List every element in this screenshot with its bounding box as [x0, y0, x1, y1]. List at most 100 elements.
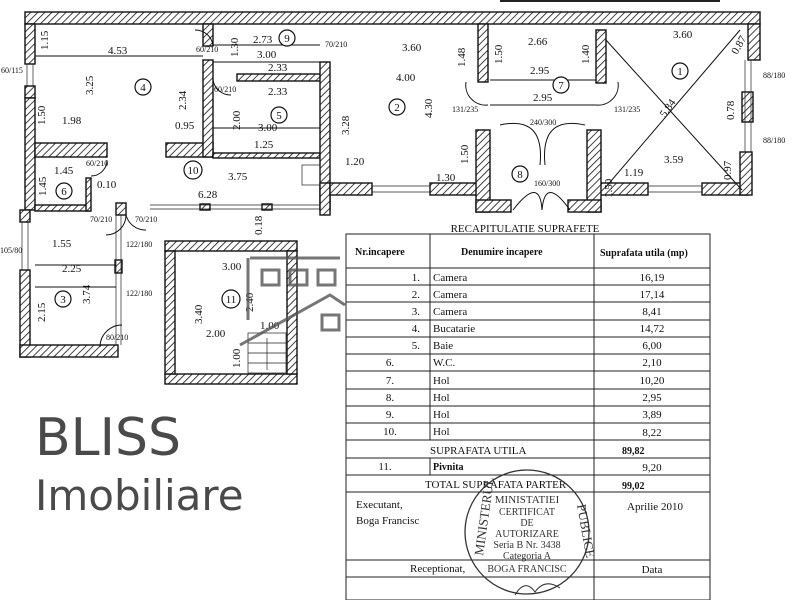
svg-text:2.00: 2.00	[231, 110, 243, 130]
room-8-label: 8	[511, 165, 529, 183]
svg-text:6.: 6.	[386, 357, 395, 369]
svg-text:1: 1	[677, 66, 683, 78]
svg-text:10.: 10.	[383, 426, 397, 438]
svg-text:2.00: 2.00	[206, 328, 226, 340]
svg-text:AUTORIZARE: AUTORIZARE	[495, 529, 559, 540]
svg-text:2.25: 2.25	[62, 263, 82, 275]
svg-text:60/210: 60/210	[214, 85, 236, 94]
room-7-label: 7	[552, 76, 570, 94]
svg-text:2.66: 2.66	[528, 36, 548, 48]
table-row: 10. Hol 8,22	[383, 426, 662, 439]
svg-text:1.45: 1.45	[37, 176, 49, 196]
svg-text:6,00: 6,00	[642, 340, 662, 352]
svg-text:8,41: 8,41	[642, 306, 661, 318]
svg-text:88/180: 88/180	[763, 136, 785, 145]
svg-text:2.34: 2.34	[177, 90, 189, 110]
svg-text:BOGA FRANCISC: BOGA FRANCISC	[487, 564, 567, 575]
svg-text:Hol: Hol	[433, 426, 450, 438]
svg-text:4.00: 4.00	[396, 72, 416, 84]
bliss-watermark-logo	[239, 256, 346, 347]
svg-text:1.30: 1.30	[229, 37, 241, 57]
windows-and-lines	[21, 29, 752, 374]
svg-text:Seria B Nr. 3438: Seria B Nr. 3438	[493, 540, 560, 551]
svg-text:10,20: 10,20	[640, 375, 665, 387]
svg-text:60/210: 60/210	[196, 45, 218, 54]
svg-text:11.: 11.	[378, 461, 392, 473]
svg-text:2.33: 2.33	[268, 62, 288, 74]
svg-text:1.25: 1.25	[254, 139, 274, 151]
svg-text:2.73: 2.73	[253, 34, 273, 46]
svg-text:7: 7	[558, 80, 564, 92]
svg-text:122/180: 122/180	[126, 240, 152, 249]
svg-text:Hol: Hol	[433, 375, 450, 387]
svg-text:0.10: 0.10	[97, 179, 117, 191]
svg-text:60/115: 60/115	[1, 66, 23, 75]
svg-text:CERTIFICAT: CERTIFICAT	[499, 507, 555, 518]
svg-text:5.: 5.	[412, 340, 421, 352]
table-row: 8. Hol 2,95	[386, 392, 662, 404]
svg-text:3.40: 3.40	[193, 304, 205, 324]
svg-text:7.: 7.	[386, 375, 395, 387]
svg-text:70/210: 70/210	[135, 215, 157, 224]
svg-text:Camera: Camera	[433, 272, 467, 284]
svg-text:2.: 2.	[412, 289, 421, 301]
dimension-labels: 4.53 1.15 3.25 1.50 1.98 0.95 2.34 2.73 …	[36, 29, 749, 368]
svg-text:Camera: Camera	[433, 289, 467, 301]
room-labels: 1 2 3 4 5 6 7 8 9 10 11	[54, 29, 689, 309]
table-row: 1. Camera 16,19	[412, 272, 665, 284]
svg-text:2.95: 2.95	[530, 65, 550, 77]
svg-text:W.C.: W.C.	[433, 357, 455, 369]
header-area: Suprafata utila (mp)	[600, 248, 688, 259]
svg-text:Bucatarie: Bucatarie	[433, 323, 475, 335]
area-summary-table: RECAPITULATIE SUPRAFETE Nr.incapere Denu…	[345, 223, 711, 600]
svg-text:1.50: 1.50	[459, 144, 471, 164]
svg-text:2,95: 2,95	[642, 392, 662, 404]
table-row: 5. Baie 6,00	[412, 340, 662, 352]
svg-text:9,20: 9,20	[642, 462, 662, 474]
svg-text:3.00: 3.00	[258, 122, 278, 134]
svg-text:1.55: 1.55	[52, 238, 72, 250]
subtotal-label: SUPRAFATA UTILA	[430, 445, 526, 457]
table-title: RECAPITULATIE SUPRAFETE	[451, 223, 600, 235]
svg-text:3,89: 3,89	[642, 409, 662, 421]
opening-labels: 60/210 60/210 60/210 70/210 70/210 70/21…	[0, 40, 785, 342]
table-row: 4. Bucatarie 14,72	[412, 323, 665, 335]
svg-text:Hol: Hol	[433, 392, 450, 404]
table-row: 7. Hol 10,20	[386, 375, 665, 387]
header-nr: Nr.incapere	[355, 247, 405, 258]
svg-text:2,10: 2,10	[642, 357, 662, 369]
room-3-label: 3	[54, 290, 72, 308]
subtotal-value: 89,82	[622, 446, 645, 457]
svg-text:1.20: 1.20	[345, 156, 365, 168]
svg-text:DE: DE	[520, 518, 533, 529]
svg-text:1.40: 1.40	[580, 44, 592, 64]
svg-text:2.15: 2.15	[36, 302, 48, 322]
svg-text:6: 6	[61, 186, 67, 198]
svg-text:0.78: 0.78	[725, 100, 737, 120]
svg-text:80/210: 80/210	[106, 333, 128, 342]
room-9-label: 9	[278, 29, 296, 47]
svg-text:1.00: 1.00	[260, 320, 280, 332]
svg-text:70/210: 70/210	[325, 40, 347, 49]
svg-text:3.00: 3.00	[257, 49, 277, 61]
svg-text:8: 8	[517, 169, 523, 181]
svg-text:Baie: Baie	[433, 340, 453, 352]
svg-text:11: 11	[226, 294, 237, 306]
svg-text:1.50: 1.50	[493, 44, 505, 64]
svg-text:16,19: 16,19	[640, 272, 665, 284]
table-row: 9. Hol 3,89	[386, 409, 662, 421]
receptionat-label: Receptionat,	[410, 563, 466, 575]
svg-text:1.45: 1.45	[54, 165, 74, 177]
svg-text:2.33: 2.33	[268, 86, 288, 98]
watermark-imobiliare: Imobiliare	[35, 471, 244, 520]
svg-text:3.00: 3.00	[222, 261, 242, 273]
room-11-label: 11	[221, 289, 241, 309]
svg-text:3.59: 3.59	[664, 154, 684, 166]
svg-text:240/300: 240/300	[530, 118, 556, 127]
svg-text:Categoria A: Categoria A	[503, 551, 552, 562]
svg-text:131/235: 131/235	[614, 105, 640, 114]
svg-text:0.18: 0.18	[253, 215, 265, 235]
svg-text:4.30: 4.30	[423, 98, 435, 118]
svg-text:14,72: 14,72	[640, 323, 665, 335]
